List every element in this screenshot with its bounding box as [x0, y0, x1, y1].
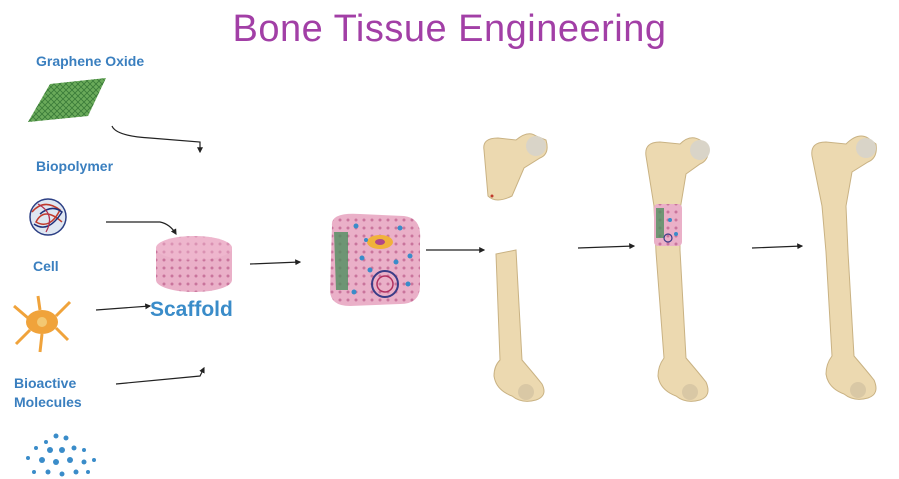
- bioactive-molecules-icon: [26, 434, 96, 477]
- healed-femur-icon: [812, 136, 877, 399]
- arrow-to-healing: [578, 246, 634, 248]
- arrow-to-healed: [752, 246, 802, 248]
- fractured-femur-icon: [484, 134, 547, 402]
- biopolymer-coil-icon: [30, 199, 66, 235]
- arrow-scaffold: [250, 262, 300, 264]
- arrow-bioactive: [116, 368, 204, 384]
- arrow-biopolymer: [106, 222, 176, 234]
- arrow-cell: [96, 306, 150, 310]
- graphene-oxide-sheet-icon: [28, 78, 106, 122]
- scaffold-cylinder-icon: [156, 236, 232, 292]
- implanted-femur-icon: [646, 138, 710, 402]
- arrow-graphene: [112, 126, 200, 152]
- seeded-scaffold-icon: [330, 214, 420, 306]
- cell-icon: [14, 296, 70, 352]
